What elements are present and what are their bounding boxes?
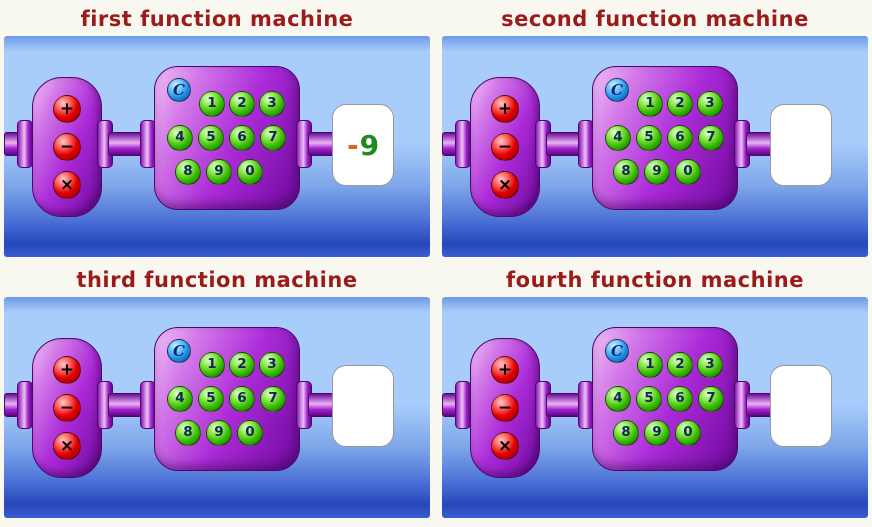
digit-button-7[interactable]: 7 xyxy=(698,386,724,412)
digit-button-4[interactable]: 4 xyxy=(605,125,631,151)
machine-title: first function machine xyxy=(80,7,354,31)
digit-button-5[interactable]: 5 xyxy=(198,125,224,151)
clear-button[interactable]: C xyxy=(167,339,191,363)
output-value: 9 xyxy=(359,128,380,162)
digit-button-8[interactable]: 8 xyxy=(613,420,639,446)
output-display xyxy=(770,104,832,186)
digit-button-8[interactable]: 8 xyxy=(175,159,201,185)
machine-section-first: first function machine + − × C 1 2 3 4 5… xyxy=(4,2,430,257)
clear-button[interactable]: C xyxy=(605,78,629,102)
digit-button-8[interactable]: 8 xyxy=(613,159,639,185)
pipe-collar xyxy=(17,381,33,429)
digit-button-6[interactable]: 6 xyxy=(229,386,255,412)
clear-button[interactable]: C xyxy=(167,78,191,102)
plus-button[interactable]: + xyxy=(491,95,519,123)
digit-button-2[interactable]: 2 xyxy=(229,91,255,117)
machine-panel: + − × C 1 2 3 4 5 6 7 8 9 0 xyxy=(442,36,868,257)
digit-button-7[interactable]: 7 xyxy=(260,125,286,151)
minus-button[interactable]: − xyxy=(491,133,519,161)
operator-pod: + − × xyxy=(32,338,102,478)
digit-button-3[interactable]: 3 xyxy=(259,91,285,117)
digit-button-1[interactable]: 1 xyxy=(199,91,225,117)
digit-button-7[interactable]: 7 xyxy=(698,125,724,151)
minus-button[interactable]: − xyxy=(53,394,81,422)
machine-section-fourth: fourth function machine + − × C 1 2 3 4 … xyxy=(442,263,868,518)
digit-button-7[interactable]: 7 xyxy=(260,386,286,412)
digit-button-4[interactable]: 4 xyxy=(167,125,193,151)
output-sign: - xyxy=(346,128,359,162)
keypad-body: C 1 2 3 4 5 6 7 8 9 0 xyxy=(154,327,300,471)
machine-panel: + − × C 1 2 3 4 5 6 7 8 9 0 xyxy=(4,36,430,257)
digit-button-1[interactable]: 1 xyxy=(637,352,663,378)
machine-section-third: third function machine + − × C 1 2 3 4 5… xyxy=(4,263,430,518)
digit-button-2[interactable]: 2 xyxy=(667,91,693,117)
operator-pod: + − × xyxy=(470,77,540,217)
connector-pipe xyxy=(546,393,582,417)
output-pipe xyxy=(746,393,774,417)
output-pipe xyxy=(308,393,336,417)
digit-button-5[interactable]: 5 xyxy=(636,386,662,412)
output-pipe xyxy=(746,132,774,156)
pipe-collar xyxy=(17,120,33,168)
digit-button-0[interactable]: 0 xyxy=(675,159,701,185)
output-display xyxy=(332,365,394,447)
minus-button[interactable]: − xyxy=(53,133,81,161)
machine-title: third function machine xyxy=(76,268,358,292)
digit-button-1[interactable]: 1 xyxy=(637,91,663,117)
machine-panel: + − × C 1 2 3 4 5 6 7 8 9 0 xyxy=(4,297,430,518)
keypad-body: C 1 2 3 4 5 6 7 8 9 0 xyxy=(592,66,738,210)
digit-button-9[interactable]: 9 xyxy=(206,420,232,446)
connector-pipe xyxy=(546,132,582,156)
digit-button-2[interactable]: 2 xyxy=(667,352,693,378)
pipe-collar xyxy=(455,120,471,168)
digit-button-5[interactable]: 5 xyxy=(636,125,662,151)
digit-button-0[interactable]: 0 xyxy=(675,420,701,446)
connector-pipe xyxy=(108,393,144,417)
digit-button-3[interactable]: 3 xyxy=(259,352,285,378)
output-pipe xyxy=(308,132,336,156)
digit-button-3[interactable]: 3 xyxy=(697,91,723,117)
digit-button-9[interactable]: 9 xyxy=(206,159,232,185)
digit-button-6[interactable]: 6 xyxy=(667,386,693,412)
plus-button[interactable]: + xyxy=(53,95,81,123)
digit-button-0[interactable]: 0 xyxy=(237,420,263,446)
multiply-button[interactable]: × xyxy=(53,432,81,460)
digit-button-1[interactable]: 1 xyxy=(199,352,225,378)
multiply-button[interactable]: × xyxy=(491,171,519,199)
connector-pipe xyxy=(108,132,144,156)
pipe-collar xyxy=(455,381,471,429)
digit-button-2[interactable]: 2 xyxy=(229,352,255,378)
digit-button-4[interactable]: 4 xyxy=(605,386,631,412)
machine-title: fourth function machine xyxy=(506,268,804,292)
keypad-body: C 1 2 3 4 5 6 7 8 9 0 xyxy=(154,66,300,210)
minus-button[interactable]: − xyxy=(491,394,519,422)
digit-button-3[interactable]: 3 xyxy=(697,352,723,378)
clear-button[interactable]: C xyxy=(605,339,629,363)
digit-button-6[interactable]: 6 xyxy=(229,125,255,151)
digit-button-5[interactable]: 5 xyxy=(198,386,224,412)
digit-button-8[interactable]: 8 xyxy=(175,420,201,446)
operator-pod: + − × xyxy=(32,77,102,217)
digit-button-9[interactable]: 9 xyxy=(644,159,670,185)
multiply-button[interactable]: × xyxy=(53,171,81,199)
output-display: -9 xyxy=(332,104,394,186)
output-display xyxy=(770,365,832,447)
plus-button[interactable]: + xyxy=(53,356,81,384)
digit-button-9[interactable]: 9 xyxy=(644,420,670,446)
operator-pod: + − × xyxy=(470,338,540,478)
machine-section-second: second function machine + − × C 1 2 3 4 … xyxy=(442,2,868,257)
digit-button-6[interactable]: 6 xyxy=(667,125,693,151)
machine-panel: + − × C 1 2 3 4 5 6 7 8 9 0 xyxy=(442,297,868,518)
digit-button-0[interactable]: 0 xyxy=(237,159,263,185)
plus-button[interactable]: + xyxy=(491,356,519,384)
keypad-body: C 1 2 3 4 5 6 7 8 9 0 xyxy=(592,327,738,471)
digit-button-4[interactable]: 4 xyxy=(167,386,193,412)
machine-title: second function machine xyxy=(501,7,809,31)
multiply-button[interactable]: × xyxy=(491,432,519,460)
